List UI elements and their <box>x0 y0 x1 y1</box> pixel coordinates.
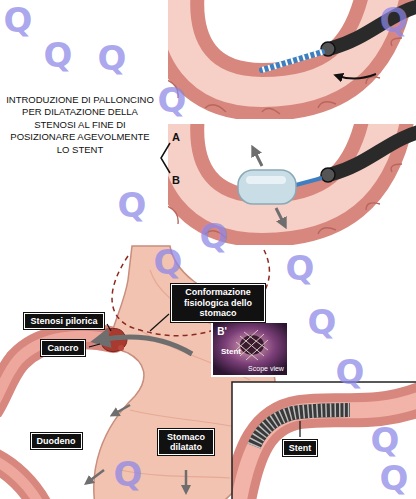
watermark: Q <box>98 41 127 75</box>
scope-ground <box>212 322 288 376</box>
duodenum-wall <box>0 458 40 499</box>
inset-label: Scope view <box>248 364 284 373</box>
box-text: Conformazione fisiologica dello stomaco <box>177 287 259 318</box>
duodenum-lumen <box>0 458 40 499</box>
dilation-arrow <box>88 470 104 482</box>
catheter-stripes <box>262 52 322 70</box>
balloon-highlight <box>246 176 286 184</box>
bracket <box>161 143 170 173</box>
dilation-arrow <box>254 150 262 166</box>
inset-letter: B' <box>217 325 227 338</box>
endoscope-tip <box>321 168 335 182</box>
watermark: Q <box>371 423 400 457</box>
box-text: Stent <box>289 443 312 453</box>
dilation-arrow <box>276 208 284 224</box>
inset-label: Stent <box>221 347 241 357</box>
duodenum-lumen <box>238 398 416 499</box>
watermark: Q <box>380 461 409 495</box>
endoscope <box>332 130 416 174</box>
watermark: Q <box>114 457 143 491</box>
box-text: Duodeno <box>37 436 76 446</box>
watermark: Q <box>380 3 409 37</box>
dilation-arrow <box>185 470 188 490</box>
inset-border <box>232 382 416 499</box>
endoscope <box>332 4 416 48</box>
inset-content <box>238 398 416 499</box>
direction-arrow <box>338 74 376 79</box>
watermark: Q <box>44 38 73 72</box>
box-text: Stomaco dilatato <box>164 432 208 453</box>
mucosal-fold <box>168 38 402 114</box>
callout-box: Stent <box>283 440 318 456</box>
scope-photo <box>212 322 288 376</box>
watermark: Q <box>336 355 365 389</box>
duodenum-lumen <box>0 336 114 410</box>
scope-frame <box>212 322 288 376</box>
dilation-arrow <box>114 405 130 414</box>
callout-letter: A <box>172 130 180 144</box>
callout-box: Stomaco dilatato <box>158 429 214 456</box>
callout-letter: B <box>172 173 180 187</box>
scope-view-inset <box>212 322 288 376</box>
callout-box: Stenosi pilorica <box>24 313 103 329</box>
intestine-panel <box>168 0 416 119</box>
watermark: Q <box>158 83 187 117</box>
balloon <box>238 170 296 204</box>
watermark: Q <box>286 251 315 285</box>
callout-box: Duodeno <box>31 433 82 449</box>
callout-box: Cancro <box>41 340 84 356</box>
leader-line <box>89 344 100 347</box>
duodenum-wall <box>238 398 416 499</box>
watermark: Q <box>4 3 33 37</box>
note-text: INTRODUZIONE DI PALLONCINO PER DILATAZIO… <box>3 94 157 156</box>
tumour-nodule <box>118 345 124 351</box>
watermark: Q <box>308 305 337 339</box>
callout-box: Conformazione fisiologica dello stomaco <box>171 284 265 321</box>
leader-line <box>107 324 111 331</box>
leader-line <box>299 421 300 437</box>
box-text: Stenosi pilorica <box>30 316 97 326</box>
watermark: Q <box>118 188 147 222</box>
stent-inset <box>232 382 416 499</box>
flow-arrow <box>100 337 192 354</box>
watermark: Q <box>200 219 229 253</box>
leader-line <box>150 314 169 331</box>
watermark: Q <box>154 245 183 279</box>
box-text: Cancro <box>47 343 78 353</box>
catheter <box>262 52 322 70</box>
